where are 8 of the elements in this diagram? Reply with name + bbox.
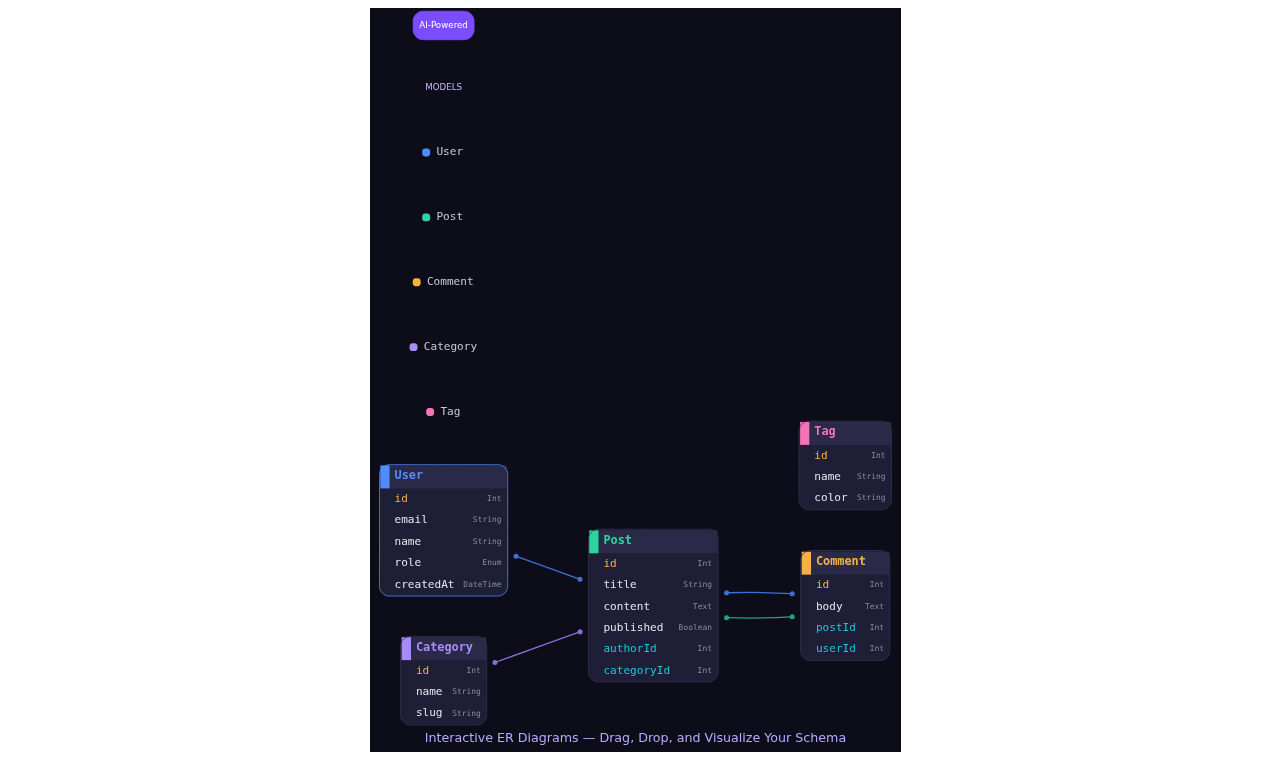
label: AI-Powered <box>418 19 468 30</box>
legend-label: Comment <box>426 275 474 289</box>
caption: Interactive ER Diagrams — Drag, Drop, and Visualize Your Schema <box>424 729 846 745</box>
legend-label: Category <box>423 340 477 354</box>
legend-label: User <box>435 145 463 159</box>
label: MODELS <box>424 82 462 93</box>
legend-label: Tag <box>439 404 460 418</box>
legend-label: Post <box>435 210 463 224</box>
